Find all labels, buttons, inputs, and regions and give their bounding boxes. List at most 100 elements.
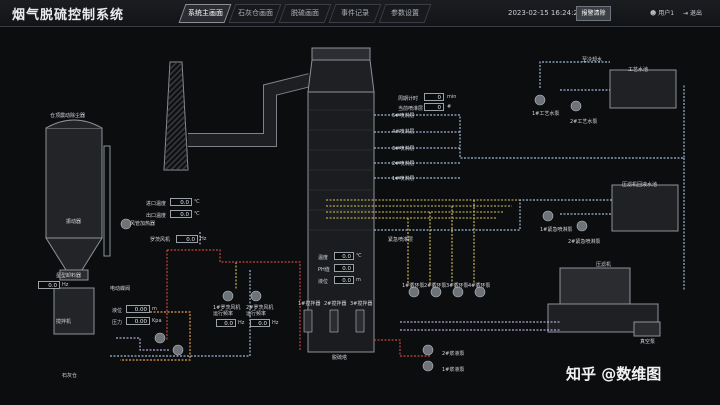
label-inlet-temp: 进口温度 <box>146 201 167 207</box>
label-fan2: 2#罗茨风机 运行频率 <box>246 305 274 317</box>
label-cycle-time: 周期计时 <box>398 96 419 102</box>
label-cp4: 4#循环泵 <box>468 283 491 289</box>
level-value: 0.00 <box>126 305 150 313</box>
tank-temp-unit: ℃ <box>356 253 362 259</box>
tank-level-unit: m <box>356 277 361 283</box>
label-agitator1: 1#搅拌器 <box>298 301 321 307</box>
top-bar: 烟气脱硫控制系统 系统主画面 石灰仓画面 脱硫画面 事件记录 参数设置 2023… <box>0 0 720 27</box>
label-pw-pump1: 1#工艺水泵 <box>532 111 560 117</box>
label-cp2: 2#循环泵 <box>424 283 447 289</box>
watermark: 知乎 @数维图 <box>566 365 662 383</box>
vacuum-pump <box>633 321 661 337</box>
label-ph: PH值 <box>318 267 330 273</box>
label-lime-silo: 石灰仓 <box>62 373 78 379</box>
label-mixer: 搅拌机 <box>56 319 72 325</box>
label-slurry2: 2#浆液泵 <box>442 351 465 357</box>
filter-return-pool <box>611 184 679 232</box>
pump-pw1 <box>534 94 546 106</box>
label-pw-pump2: 2#工艺水泵 <box>570 119 598 125</box>
label-ep1: 1#紧急喷淋泵 <box>540 227 573 233</box>
pump-slurry2 <box>422 344 434 356</box>
label-tower: 脱硫塔 <box>332 355 348 361</box>
label-process-water: 工艺水池 <box>628 67 649 73</box>
lime-silo <box>45 127 103 239</box>
inlet-temp-value: 0.0 <box>170 198 192 206</box>
app-title: 烟气脱硫控制系统 <box>12 8 125 23</box>
level-unit: m <box>152 306 157 312</box>
label-outlet-temp: 出口温度 <box>146 213 167 219</box>
datetime: 2023-02-15 16:24:28 <box>508 9 583 17</box>
tank-temp-value: 0.0 <box>334 252 354 260</box>
silo-hz-value: 0.0 <box>38 281 60 289</box>
roots-fan <box>120 218 132 230</box>
label-filter-press: 压滤机 <box>596 262 612 268</box>
label-tank-temp: 温度 <box>318 255 329 261</box>
label-agitator2: 2#搅拌器 <box>324 301 347 307</box>
label-bin-blower: 电动蝶阀 <box>110 286 131 292</box>
label-spray2: 2#喷淋层 <box>392 161 415 167</box>
label-spray3: 3#喷淋层 <box>392 146 415 152</box>
roots-fan-unit: Hz <box>200 236 207 242</box>
pump-cp3 <box>452 286 464 298</box>
tower-top <box>311 47 371 61</box>
label-spray5: 5#喷淋层 <box>392 113 415 119</box>
label-feeder: 星型卸料器 <box>56 273 82 279</box>
user-icon: ☻ <box>650 10 657 17</box>
current-pump-unit: # <box>447 104 452 110</box>
inlet-temp-unit: ℃ <box>194 199 200 205</box>
pump-cp1 <box>408 286 420 298</box>
ph-value: 0.0 <box>334 264 354 272</box>
label-cooling-water: 至冷却水 <box>582 57 603 63</box>
fan1 <box>222 290 234 302</box>
filter-press <box>559 267 631 305</box>
label-cp3: 3#循环泵 <box>446 283 469 289</box>
fan2-value: 0.0 <box>250 319 270 327</box>
current-pump-value: 0 <box>424 103 444 111</box>
cycle-time-unit: min <box>447 94 457 100</box>
desulfur-tower <box>307 91 375 353</box>
tank-level-value: 0.0 <box>334 276 354 284</box>
label-spray1: 1#喷淋层 <box>392 176 415 182</box>
fan2 <box>250 290 262 302</box>
outlet-temp-value: 0.0 <box>170 210 192 218</box>
pump-cp4 <box>474 286 486 298</box>
cycle-time-value: 0 <box>424 93 444 101</box>
roots-fan-value: 0.0 <box>176 235 198 243</box>
label-pressure: 压力 <box>112 320 123 326</box>
label-slurry1: 1#浆液泵 <box>442 367 465 373</box>
mixer-tank <box>53 287 95 335</box>
pump-ep2 <box>576 220 588 232</box>
label-roots-fan: 罗茨风机 <box>150 237 171 243</box>
label-filter-pool: 压滤机回液水池 <box>622 182 658 188</box>
pump-mix2 <box>172 344 184 356</box>
fan2-unit: Hz <box>272 320 279 326</box>
label-vibrator: 振动器 <box>66 219 82 225</box>
process-water-pool <box>609 69 677 109</box>
pressure-unit: Kpa <box>152 318 162 324</box>
pump-slurry1 <box>422 360 434 372</box>
pump-cp2 <box>430 286 442 298</box>
fan1-unit: Hz <box>238 320 245 326</box>
logout-icon: ⇥ <box>683 10 689 17</box>
label-level: 液位 <box>112 308 123 314</box>
label-agitator3: 3#搅拌器 <box>350 301 373 307</box>
pump-ep1 <box>542 210 554 222</box>
user-menu[interactable]: ☻ 用户1 <box>650 10 675 17</box>
logout-button[interactable]: ⇥ 退出 <box>683 10 702 17</box>
label-fan1: 1#罗茨风机 运行频率 <box>213 305 241 317</box>
label-cp1: 1#循环泵 <box>402 283 425 289</box>
outlet-temp-unit: ℃ <box>194 211 200 217</box>
alarm-clear-button[interactable]: 报警清除 <box>576 6 611 21</box>
pump-pw2 <box>570 100 582 112</box>
label-current-pump: 当前喷淋层 <box>398 106 424 112</box>
label-emergency: 紧急喷淋层 <box>388 237 414 243</box>
label-silo-dust: 仓顶震动除尘器 <box>50 113 86 119</box>
label-ep2: 2#紧急喷淋泵 <box>568 239 601 245</box>
label-heater: 风管加热器 <box>130 221 156 227</box>
label-vacuum: 真空泵 <box>640 339 656 345</box>
label-spray4: 4#喷淋层 <box>392 129 415 135</box>
silo-hz-unit: Hz <box>62 282 69 288</box>
label-tank-level: 液位 <box>318 279 329 285</box>
pump-mix1 <box>154 332 166 344</box>
